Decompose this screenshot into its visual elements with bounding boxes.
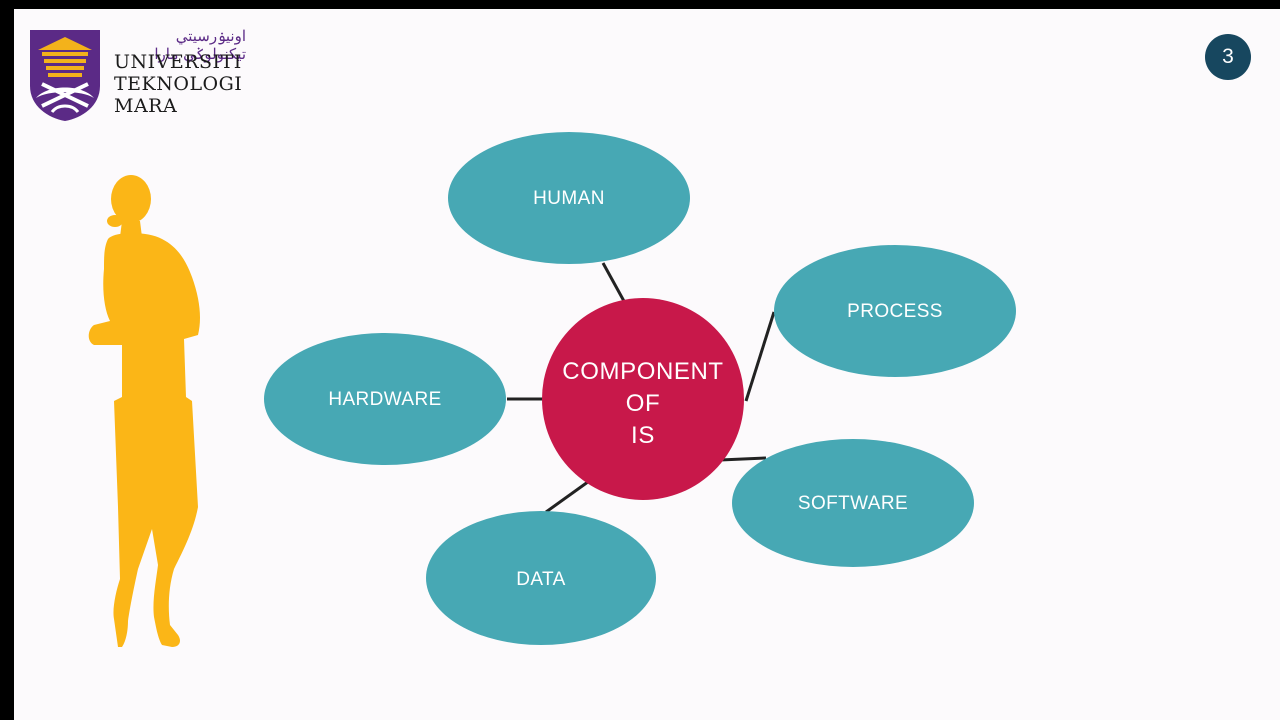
connector-software xyxy=(719,456,767,462)
node-hardware-label: HARDWARE xyxy=(328,389,442,410)
connector-data xyxy=(545,477,593,514)
components-of-is-diagram xyxy=(264,132,1016,645)
node-human-label: HUMAN xyxy=(533,188,605,209)
connector-process xyxy=(744,311,776,402)
university-name-line1: UNIVERSITI xyxy=(114,51,242,73)
node-software-shape xyxy=(732,439,974,567)
university-name-line2: TEKNOLOGI xyxy=(114,73,243,95)
node-human-shape xyxy=(448,132,690,264)
businesswoman-silhouette xyxy=(88,175,200,647)
node-hardware-shape xyxy=(264,333,506,465)
center-label-line1: COMPONENT xyxy=(562,358,724,385)
page-number-badge: 3 xyxy=(1205,34,1251,80)
node-data-label: DATA xyxy=(516,569,566,590)
center-node-shape xyxy=(542,298,744,500)
connector-lines xyxy=(507,262,776,514)
center-label-line3: IS xyxy=(631,422,655,449)
connector-human xyxy=(601,262,627,304)
node-data-shape xyxy=(426,511,656,645)
uitm-crest-logo xyxy=(30,30,100,121)
node-process-shape xyxy=(774,245,1016,377)
center-label-line2: OF xyxy=(625,390,661,417)
logo-jawi-text: اونيۏرسيتي تيكنولوݢي مارا xyxy=(154,27,246,63)
university-name-line3: MARA xyxy=(114,95,178,117)
node-software-label: SOFTWARE xyxy=(797,493,909,514)
slide: اونيۏرسيتي تيكنولوݢي مارا UNIVERSITI TEK… xyxy=(14,9,1280,720)
university-name: UNIVERSITI TEKNOLOGI MARA xyxy=(114,51,242,117)
node-process-label: PROCESS xyxy=(847,301,943,322)
center-node-label: COMPONENT OF IS xyxy=(562,356,723,452)
